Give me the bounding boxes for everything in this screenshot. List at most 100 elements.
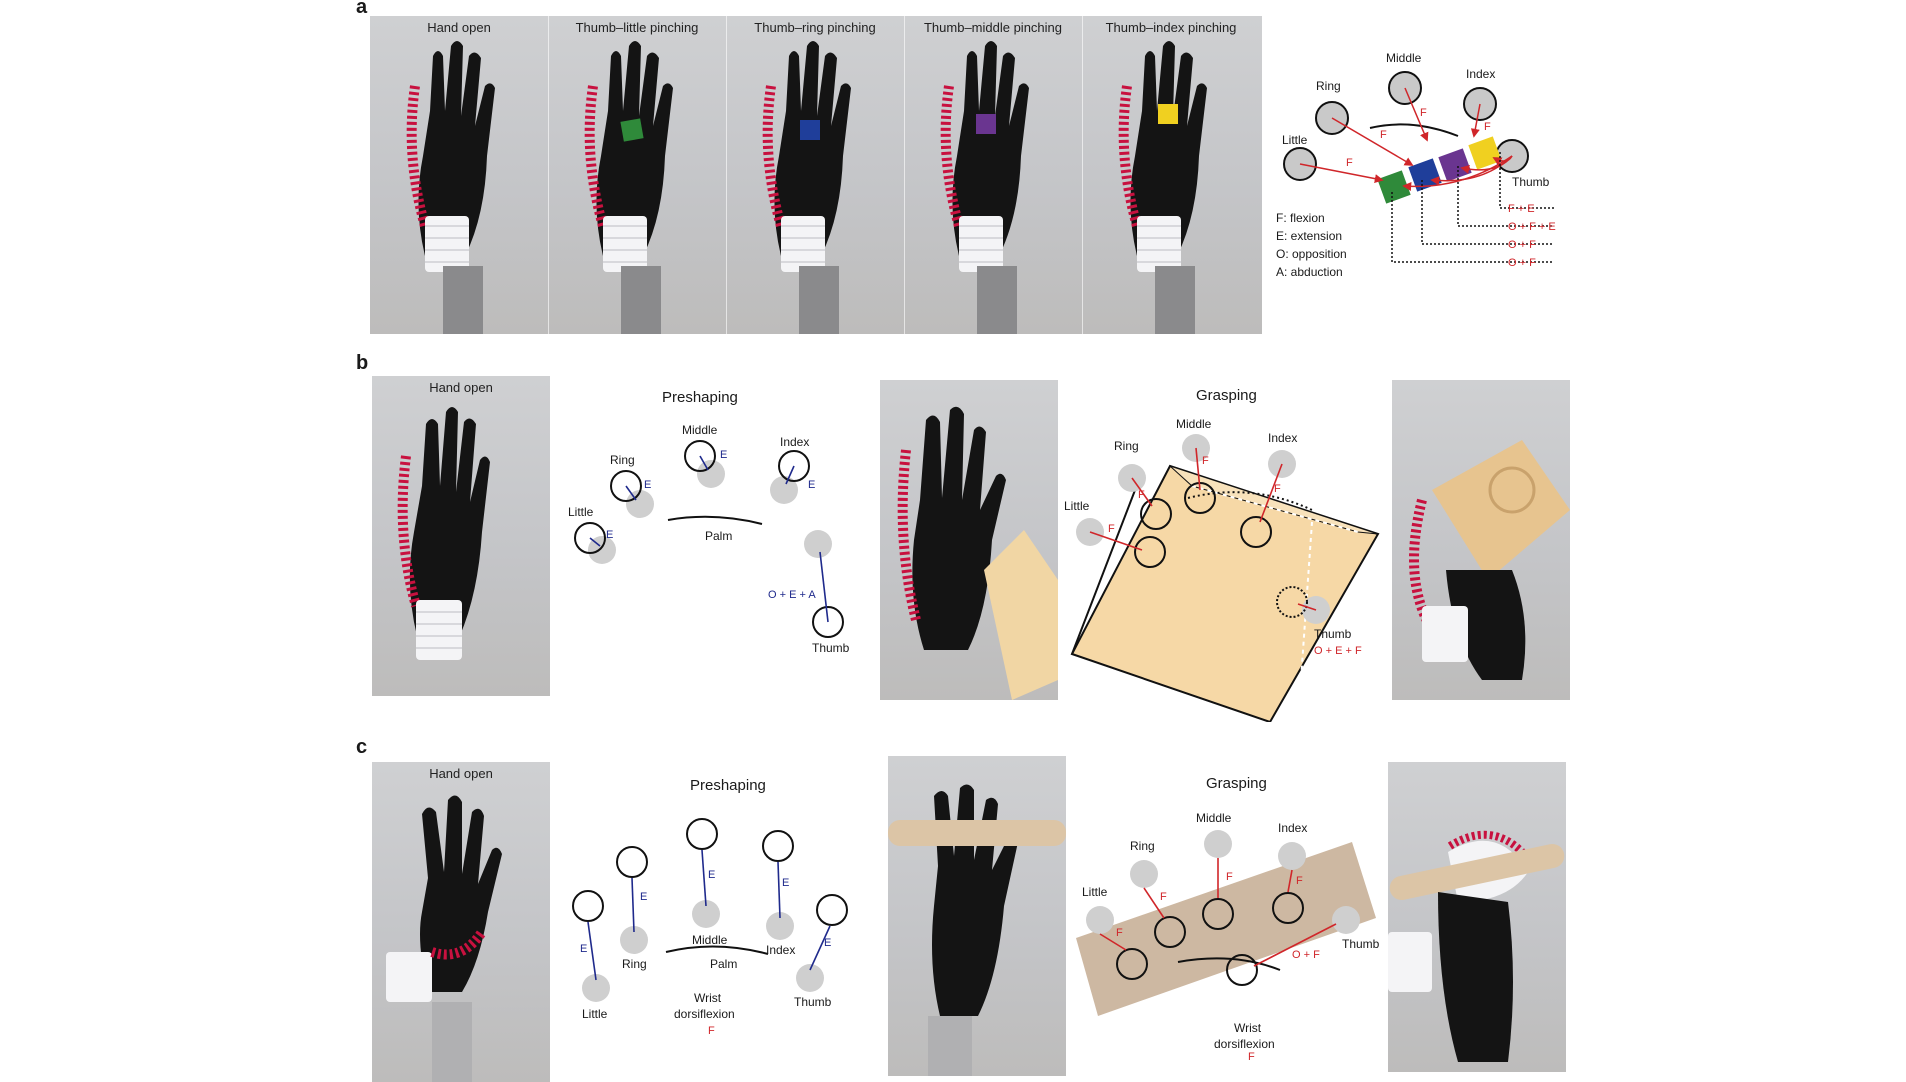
c-grasp-wrist-2: dorsiflexion [1214, 1037, 1275, 1051]
row-c-hand-open-illustration [386, 795, 502, 1082]
b-grasp-f-ring: F [1138, 489, 1145, 501]
c-pre-ring-circle [616, 846, 648, 878]
a-label-index: Index [1466, 67, 1495, 81]
c-grasp-label-middle: Middle [1196, 811, 1232, 825]
c-pre-label-middle: Middle [692, 933, 728, 947]
b-pre-thumb-circle [812, 606, 844, 638]
b-grasp-ring-circle [1140, 498, 1172, 530]
c-pre-palm: Palm [710, 957, 737, 971]
c-pre-title: Preshaping [690, 777, 766, 794]
a-legend-opposition: O: opposition [1276, 247, 1347, 261]
panel-letter-b: b [356, 352, 369, 374]
c-pre-label-index: Index [766, 943, 795, 957]
b-grasp-title: Grasping [1196, 387, 1257, 404]
caption-hand-open: Hand open [427, 20, 491, 35]
c-pre-wrist-f: F [708, 1025, 715, 1037]
b-caption-hand-open: Hand open [429, 380, 493, 395]
row-a-hands-illustration [370, 16, 1262, 334]
row-c-approach-illustration [888, 784, 1066, 1076]
b-pre-label-thumb: Thumb [812, 641, 850, 655]
b-pre-little-circle [574, 522, 606, 554]
b-grasp-label-index: Index [1268, 431, 1297, 445]
c-pre-e-middle: E [708, 869, 715, 881]
b-grasp-little-circle [1134, 536, 1166, 568]
a-force-index: F [1484, 121, 1491, 133]
panel-letter-a: a [356, 0, 368, 18]
cube-blue [800, 120, 820, 140]
cube-yellow [1158, 104, 1178, 124]
caption-thumb-ring: Thumb–ring pinching [754, 20, 876, 35]
panel-letter-c: c [356, 736, 368, 758]
c-pre-e-ring: E [640, 891, 647, 903]
c-pre-label-little: Little [582, 1007, 608, 1021]
a-legend-flexion: F: flexion [1276, 211, 1325, 225]
c-pre-wrist-1: Wrist [694, 991, 722, 1005]
a-label-ring: Ring [1316, 79, 1341, 93]
cube-green [620, 118, 644, 142]
b-grasp-label-middle: Middle [1176, 417, 1212, 431]
a-legend-extension: E: extension [1276, 229, 1342, 243]
a-label-little: Little [1282, 133, 1308, 147]
b-pre-e-little: E [606, 529, 613, 541]
row-c-photo-grasp-stick [1388, 762, 1566, 1072]
b-grasp-label-little: Little [1064, 499, 1090, 513]
c-pre-thumb-circle [816, 894, 848, 926]
c-grasp-middle-circle [1202, 898, 1234, 930]
c-grasp-label-little: Little [1082, 885, 1108, 899]
c-grasp-index-circle [1272, 892, 1304, 924]
b-grasp-label-thumb: Thumb [1314, 627, 1352, 641]
row-c-photo-hand-open: Hand open [372, 762, 550, 1082]
b-grasp-thumb-circle [1276, 586, 1308, 618]
c-grasp-thumb-combo: O + F [1292, 949, 1320, 961]
b-pre-index-circle [778, 450, 810, 482]
row-c-grasping-diagram: Grasping Middle Ring Index Little Thumb … [1074, 770, 1384, 1060]
b-pre-title: Preshaping [662, 389, 738, 406]
c-pre-wrist-2: dorsiflexion [674, 1007, 735, 1021]
c-pre-middle-circle [686, 818, 718, 850]
row-c-preshaping-diagram: Preshaping Palm Little Ring Middle Index… [556, 772, 876, 1042]
row-b-photo-approach [880, 380, 1058, 700]
c-pre-e-thumb: E [824, 937, 831, 949]
b-grasp-f-little: F [1108, 523, 1115, 535]
a-force-little: F [1346, 157, 1353, 169]
c-pre-e-little: E [580, 943, 587, 955]
b-grasp-f-middle: F [1202, 455, 1209, 467]
c-grasp-little-circle [1116, 948, 1148, 980]
cube-purple [976, 114, 996, 134]
b-pre-e-ring: E [644, 479, 651, 491]
c-grasp-thumb-circle [1226, 954, 1258, 986]
b-pre-thumb-combo: O + E + A [768, 589, 816, 601]
b-pre-ring-circle [610, 470, 642, 502]
a-force-middle: F [1420, 107, 1427, 119]
b-pre-middle-circle [684, 440, 716, 472]
b-pre-label-little: Little [568, 505, 594, 519]
c-grasp-f-middle: F [1226, 871, 1233, 883]
b-grasp-label-ring: Ring [1114, 439, 1139, 453]
a-combo-1: F + E [1508, 203, 1535, 215]
a-label-thumb: Thumb [1512, 175, 1550, 189]
c-grasp-wrist-1: Wrist [1234, 1021, 1262, 1035]
row-b-grasp-block-illustration [1409, 440, 1570, 680]
b-grasp-index-circle [1240, 516, 1272, 548]
b-pre-e-middle: E [720, 449, 727, 461]
a-label-middle: Middle [1386, 51, 1422, 65]
c-pre-index-circle [762, 830, 794, 862]
b-grasp-f-index: F [1274, 483, 1281, 495]
c-pre-label-thumb: Thumb [794, 995, 832, 1009]
row-b-photo-hand-open: Hand open [372, 376, 550, 696]
a-combo-3: O + F [1508, 239, 1536, 251]
row-b-grasping-diagram: Grasping Middle Ring Index Little Thumb … [1062, 382, 1382, 722]
caption-thumb-middle: Thumb–middle pinching [923, 20, 1063, 35]
a-legend-abduction: A: abduction [1276, 265, 1343, 279]
c-grasp-f-ring: F [1160, 891, 1167, 903]
row-c-grasp-stick-illustration [1388, 830, 1565, 1062]
c-grasp-f-index: F [1296, 875, 1303, 887]
caption-thumb-index: Thumb–index pinching [1105, 20, 1237, 35]
c-pre-e-index: E [782, 877, 789, 889]
a-combo-4: O + F [1508, 257, 1536, 269]
row-b-photo-grasp-block [1392, 380, 1570, 700]
row-b-approach-illustration [897, 406, 1058, 700]
caption-thumb-little: Thumb–little pinching [575, 20, 699, 35]
c-pre-label-ring: Ring [622, 957, 647, 971]
row-a-photo-strip: Hand open Thumb–little pinching Thumb–ri… [370, 16, 1262, 334]
